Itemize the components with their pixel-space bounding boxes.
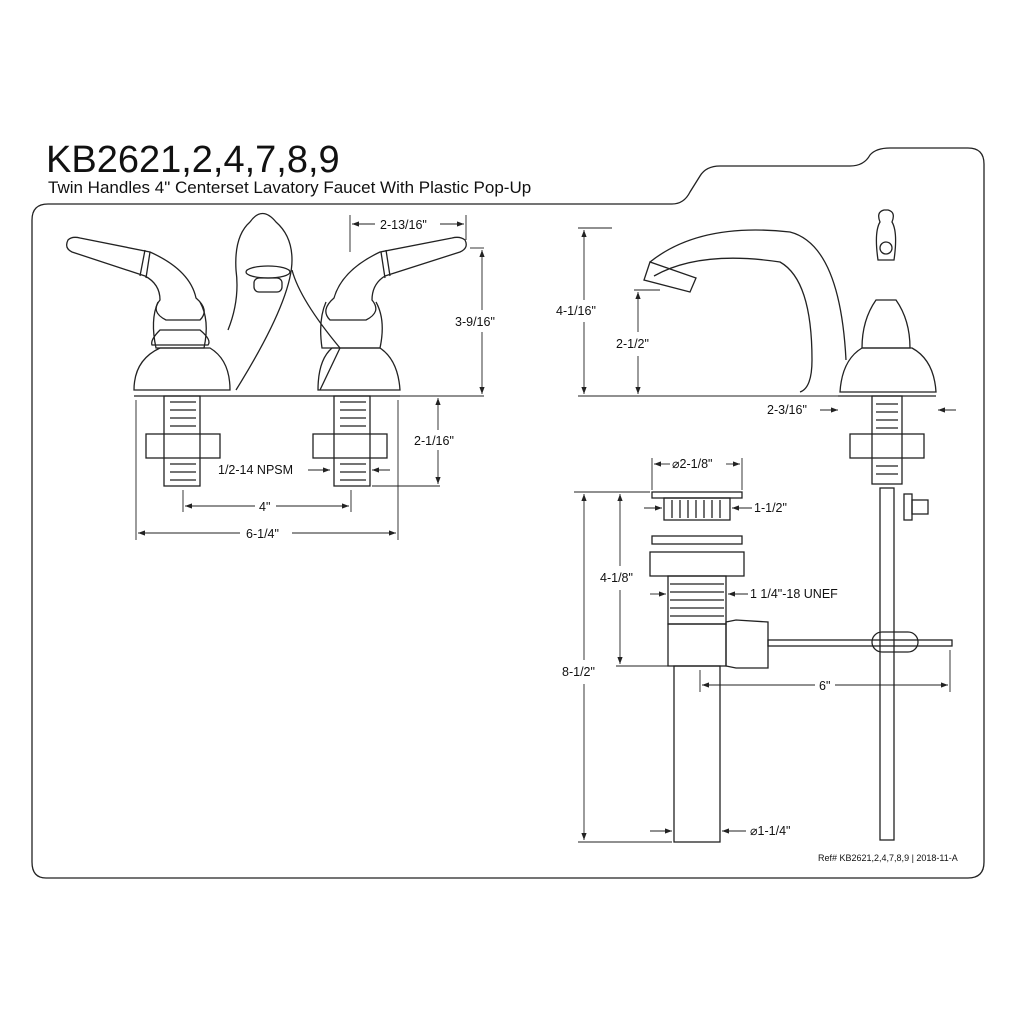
dim-rod-length: 6" <box>819 679 830 693</box>
dim-overall-width: 6-1/4" <box>246 527 279 541</box>
side-view-faucet <box>643 209 937 841</box>
dim-tailpiece: ⌀1-1/4" <box>750 824 790 838</box>
page-subtitle: Twin Handles 4" Centerset Lavatory Fauce… <box>48 178 531 197</box>
dim-handle-reach: 2-13/16" <box>380 218 427 232</box>
dim-side-height: 4-1/16" <box>556 304 596 318</box>
dim-shank-length: 2-1/16" <box>414 434 454 448</box>
pop-up-drain <box>649 491 953 843</box>
dim-drain-thread: 1 1/4"-18 UNEF <box>750 587 838 601</box>
dim-drain-total-height: 8-1/2" <box>562 665 595 679</box>
page-title: KB2621,2,4,7,8,9 <box>46 139 340 181</box>
dim-spout-reach: 2-3/16" <box>767 403 807 417</box>
dim-drain-flange: ⌀2-1/8" <box>672 457 712 471</box>
dim-faucet-height: 3-9/16" <box>455 315 495 329</box>
dim-drain-body: 1-1/2" <box>754 501 787 515</box>
front-view-dimensions <box>135 215 485 540</box>
dim-drain-upper-height: 4-1/8" <box>600 571 633 585</box>
drain-dimensions <box>574 458 951 843</box>
dim-spout-height: 2-1/2" <box>616 337 649 351</box>
frame-border <box>31 147 985 879</box>
reference-number: Ref# KB2621,2,4,7,8,9 | 2018-11-A <box>818 853 958 863</box>
side-view-dimensions <box>578 227 956 413</box>
dim-centers: 4" <box>259 500 270 514</box>
front-view-faucet <box>66 212 467 487</box>
dim-shank-thread: 1/2-14 NPSM <box>218 463 293 477</box>
